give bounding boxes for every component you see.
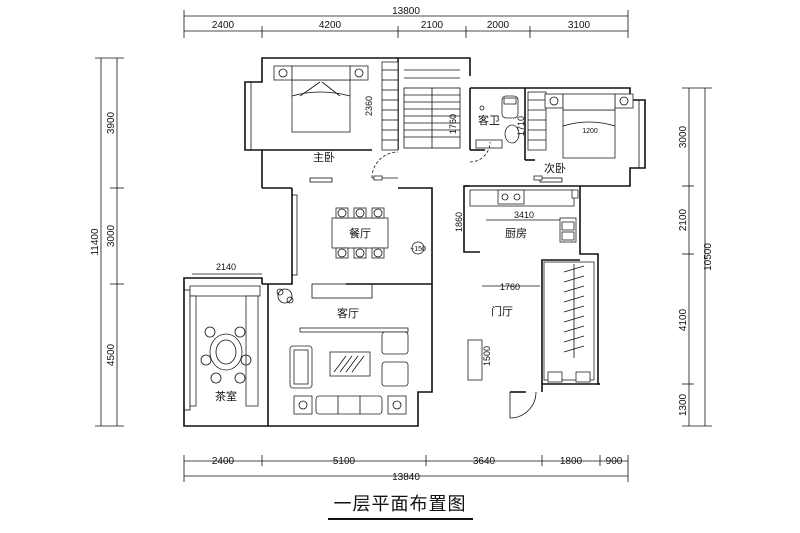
kitchen-fixtures bbox=[469, 189, 579, 243]
right-dim-1: 3000 bbox=[678, 125, 689, 148]
top-dim-4: 2000 bbox=[487, 20, 510, 31]
dim-1710: 1710 bbox=[516, 116, 526, 136]
bottom-dimension-chain: 2400 5100 3640 1800 900 13840 bbox=[183, 455, 629, 483]
top-dim-5: 3100 bbox=[568, 20, 591, 31]
dim-2140: 2140 bbox=[216, 262, 236, 272]
entry-cabinet bbox=[467, 261, 595, 383]
left-dim-2: 3000 bbox=[106, 224, 117, 247]
dim-2360: 2360 bbox=[364, 96, 374, 116]
right-total-dim: 10500 bbox=[703, 243, 714, 271]
right-dim-2: 2100 bbox=[678, 208, 689, 231]
dim-3410: 3410 bbox=[514, 210, 534, 220]
label-dining: 餐厅 bbox=[349, 226, 371, 240]
bottom-dim-3: 3640 bbox=[473, 456, 496, 467]
second-bed: 1200 bbox=[544, 93, 634, 159]
bottom-total-dim: 13840 bbox=[392, 472, 420, 483]
staircase bbox=[381, 61, 547, 151]
label-master-bedroom: 主卧 bbox=[313, 151, 335, 164]
top-total-dim: 13800 bbox=[392, 6, 420, 17]
left-dim-1: 3900 bbox=[106, 111, 117, 134]
dining-table: +150 bbox=[331, 207, 426, 259]
left-total-dim: 11400 bbox=[90, 228, 101, 256]
label-kitchen: 厨房 bbox=[505, 227, 527, 240]
dim-1500: 1500 bbox=[482, 346, 492, 366]
bottom-dim-2: 5100 bbox=[333, 456, 356, 467]
dim-1760-stair: 1760 bbox=[448, 114, 458, 134]
room-labels: 主卧 客卫 次卧 餐厅 厨房 客厅 门厅 茶室 bbox=[215, 113, 566, 403]
master-bed bbox=[273, 65, 369, 133]
label-second-bedroom: 次卧 bbox=[544, 161, 566, 175]
left-dim-3: 4500 bbox=[106, 343, 117, 366]
right-dimension-chain: 3000 2100 4100 1300 10500 bbox=[678, 87, 714, 427]
floor-level-mark: +150 bbox=[410, 246, 426, 253]
guest-bath-fixtures bbox=[475, 95, 520, 149]
plan-title: 一层平面布置图 bbox=[0, 490, 800, 520]
label-guest-bath: 客卫 bbox=[478, 113, 500, 127]
top-dim-2: 4200 bbox=[319, 20, 342, 31]
bottom-dim-4: 1800 bbox=[560, 456, 583, 467]
bottom-dim-5: 900 bbox=[606, 456, 623, 467]
top-dimension-chain: 13800 2400 4200 2100 2000 3100 bbox=[183, 6, 629, 38]
tea-room-furniture bbox=[189, 285, 261, 407]
top-dim-3: 2100 bbox=[421, 20, 444, 31]
inner-dimensions: 2360 1760 1710 3410 1860 2140 1760 1500 bbox=[192, 96, 540, 366]
dim-1860: 1860 bbox=[454, 212, 464, 232]
plan-title-text: 一层平面布置图 bbox=[327, 494, 473, 520]
top-dim-1: 2400 bbox=[212, 20, 235, 31]
dim-1760-entry: 1760 bbox=[500, 282, 520, 292]
label-living: 客厅 bbox=[337, 306, 359, 320]
right-dim-3: 4100 bbox=[678, 308, 689, 331]
right-dim-4: 1300 bbox=[678, 393, 689, 416]
doors bbox=[371, 141, 543, 419]
windows bbox=[183, 81, 646, 411]
label-tea-room: 茶室 bbox=[215, 389, 237, 403]
left-dimension-chain: 11400 3900 3000 4500 bbox=[90, 57, 124, 427]
label-entry: 门厅 bbox=[491, 304, 513, 318]
bed-width-dim: 1200 bbox=[582, 128, 598, 135]
bottom-dim-1: 2400 bbox=[212, 456, 235, 467]
living-sofa-set bbox=[276, 288, 409, 415]
